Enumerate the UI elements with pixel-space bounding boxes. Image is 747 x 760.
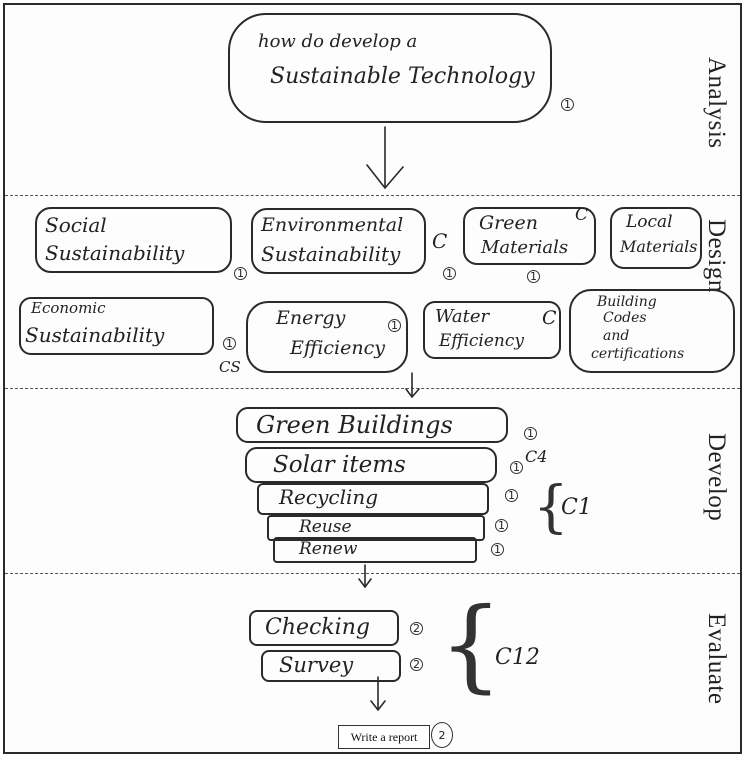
design-social-line2: Sustainability: [45, 241, 185, 265]
analysis-question-box: how do develop a Sustainable Technology: [228, 13, 552, 123]
write-report-box: Write a report: [338, 725, 430, 749]
design-note-water: C: [542, 307, 557, 329]
design-building-line3: and: [603, 328, 630, 344]
design-box-building-codes: Building Codes and certifications: [569, 289, 735, 373]
design-energy-line2: Efficiency: [290, 337, 385, 359]
design-green-line1: Green: [479, 212, 538, 234]
design-economic-line1: Economic: [31, 299, 106, 317]
design-mark-social: 1: [234, 267, 247, 280]
develop-box-renew: Renew: [273, 537, 477, 563]
develop-box-solar: Solar items: [245, 447, 497, 483]
develop-mark-3: 1: [505, 489, 518, 502]
phase-label-analysis: Analysis: [703, 57, 730, 149]
design-energy-line1: Energy: [276, 307, 346, 329]
develop-box-reuse: Reuse: [267, 515, 485, 541]
design-building-line2: Codes: [603, 310, 647, 326]
diagram-sheet: Analysis Design Develop Evaluate how do …: [3, 3, 742, 754]
develop-box-recycling: Recycling: [257, 483, 489, 515]
evaluate-mark-checking: 2: [410, 622, 423, 635]
design-note-green: C: [575, 205, 589, 225]
evaluate-mark-survey: 2: [410, 658, 423, 671]
evaluate-brace: {: [439, 586, 503, 703]
develop-label-solar: Solar items: [273, 452, 406, 478]
design-environmental-line2: Sustainability: [261, 242, 401, 266]
design-local-line2: Materials: [620, 237, 698, 256]
design-water-line2: Efficiency: [439, 331, 524, 351]
develop-mark-4: 1: [495, 519, 508, 532]
develop-label-renew: Renew: [299, 539, 358, 559]
design-box-energy: Energy Efficiency: [246, 301, 408, 373]
analysis-question-line1: how do develop a: [258, 31, 418, 52]
analysis-question-line2: Sustainable Technology: [270, 64, 535, 89]
design-environmental-line1: Environmental: [261, 214, 404, 236]
design-mark-economic: 1: [223, 337, 236, 350]
design-water-line1: Water: [435, 306, 490, 327]
evaluate-box-survey: Survey: [261, 650, 401, 682]
design-green-line2: Materials: [481, 237, 569, 258]
design-note-cs: CS: [219, 358, 241, 376]
evaluate-note-c12: C12: [495, 645, 540, 670]
develop-label-green-buildings: Green Buildings: [256, 411, 453, 439]
develop-note-c1: C1: [561, 495, 592, 520]
design-social-line1: Social: [45, 213, 107, 237]
phase-label-design: Design: [703, 219, 730, 293]
evaluate-box-checking: Checking: [249, 610, 399, 646]
design-box-water: Water Efficiency: [423, 301, 561, 359]
connector-arrows: [358, 126, 420, 712]
design-building-line4: certifications: [591, 346, 685, 362]
develop-mark-1: 1: [524, 427, 537, 440]
develop-label-recycling: Recycling: [279, 485, 379, 509]
design-economic-line2: Sustainability: [25, 323, 165, 347]
divider-analysis-design: [5, 195, 740, 196]
divider-develop-evaluate: [5, 573, 740, 574]
design-box-economic: Economic Sustainability: [19, 297, 214, 355]
design-mark-green: 1: [527, 270, 540, 283]
develop-box-green-buildings: Green Buildings: [236, 407, 508, 443]
design-building-line1: Building: [597, 294, 657, 310]
develop-label-reuse: Reuse: [299, 517, 352, 537]
evaluate-label-checking: Checking: [265, 615, 370, 640]
design-mark-environmental: 1: [443, 267, 456, 280]
design-note-environmental: C: [432, 229, 448, 253]
design-box-environmental: Environmental Sustainability: [251, 208, 426, 274]
design-box-local-materials: Local Materials: [610, 207, 702, 269]
develop-mark-5: 1: [491, 543, 504, 556]
design-mark-energy: 1: [388, 319, 401, 332]
design-box-social: Social Sustainability: [35, 207, 232, 273]
report-mark: 2: [431, 722, 453, 748]
phase-label-develop: Develop: [703, 433, 730, 522]
develop-note-c4: C4: [525, 447, 548, 466]
evaluate-label-survey: Survey: [279, 653, 354, 677]
design-local-line1: Local: [626, 212, 673, 232]
phase-label-evaluate: Evaluate: [703, 613, 730, 705]
develop-mark-2: 1: [510, 461, 523, 474]
design-box-green-materials: Green Materials: [463, 207, 596, 265]
divider-design-develop: [5, 388, 740, 389]
analysis-mark: 1: [561, 98, 574, 111]
develop-brace: {: [533, 475, 569, 540]
